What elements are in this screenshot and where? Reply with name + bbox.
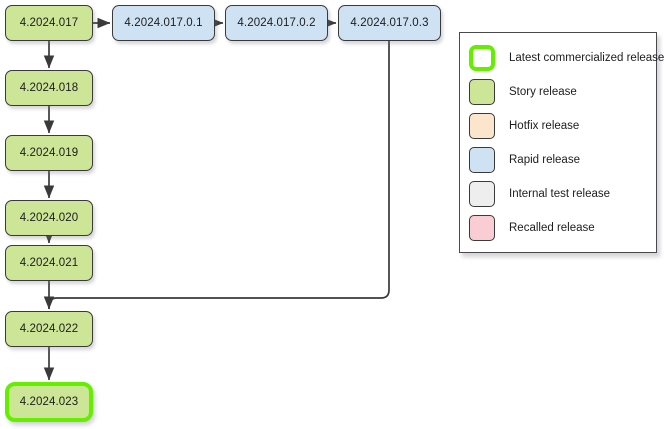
- legend-swatch-recalled: [469, 215, 495, 241]
- node-n020[interactable]: 4.2024.020: [5, 200, 93, 236]
- node-label: 4.2024.017.0.1: [124, 17, 203, 29]
- legend-item-recalled: Recalled release: [469, 214, 595, 242]
- legend-swatch-hotfix: [469, 113, 495, 139]
- node-label: 4.2024.018: [19, 82, 79, 94]
- node-label: 4.2024.017.0.3: [350, 17, 429, 29]
- legend-item-latest: Latest commercialized release: [469, 44, 664, 72]
- legend-swatch-rapid: [469, 147, 495, 173]
- node-n019[interactable]: 4.2024.019: [5, 135, 93, 171]
- node-label: 4.2024.017.0.2: [237, 17, 316, 29]
- node-n017_0_2[interactable]: 4.2024.017.0.2: [225, 5, 328, 41]
- node-label: 4.2024.019: [19, 147, 79, 159]
- node-label: 4.2024.020: [19, 212, 79, 224]
- node-label: 4.2024.017: [19, 17, 79, 29]
- legend-label: Story release: [509, 86, 577, 98]
- node-n023[interactable]: 4.2024.023: [5, 382, 93, 422]
- node-label: 4.2024.023: [19, 396, 79, 408]
- legend-label: Rapid release: [509, 154, 580, 166]
- legend-swatch-story: [469, 79, 495, 105]
- node-n017_0_1[interactable]: 4.2024.017.0.1: [112, 5, 215, 41]
- node-n017[interactable]: 4.2024.017: [5, 5, 93, 41]
- legend-label: Latest commercialized release: [509, 52, 665, 64]
- legend-item-hotfix: Hotfix release: [469, 112, 579, 140]
- legend-label: Internal test release: [509, 188, 611, 200]
- edge-017-0-3-to-022: [48, 41, 390, 309]
- legend-item-rapid: Rapid release: [469, 146, 580, 174]
- node-n018[interactable]: 4.2024.018: [5, 70, 93, 106]
- node-n017_0_3[interactable]: 4.2024.017.0.3: [338, 5, 441, 41]
- node-label: 4.2024.021: [19, 257, 79, 269]
- legend-swatch-latest: [469, 45, 495, 71]
- legend-label: Hotfix release: [509, 120, 580, 132]
- node-n022[interactable]: 4.2024.022: [5, 311, 93, 347]
- node-label: 4.2024.022: [19, 323, 79, 335]
- legend-item-story: Story release: [469, 78, 577, 106]
- legend-label: Recalled release: [509, 222, 595, 234]
- legend-item-internal: Internal test release: [469, 180, 610, 208]
- legend-swatch-internal: [469, 181, 495, 207]
- node-n021[interactable]: 4.2024.021: [5, 245, 93, 281]
